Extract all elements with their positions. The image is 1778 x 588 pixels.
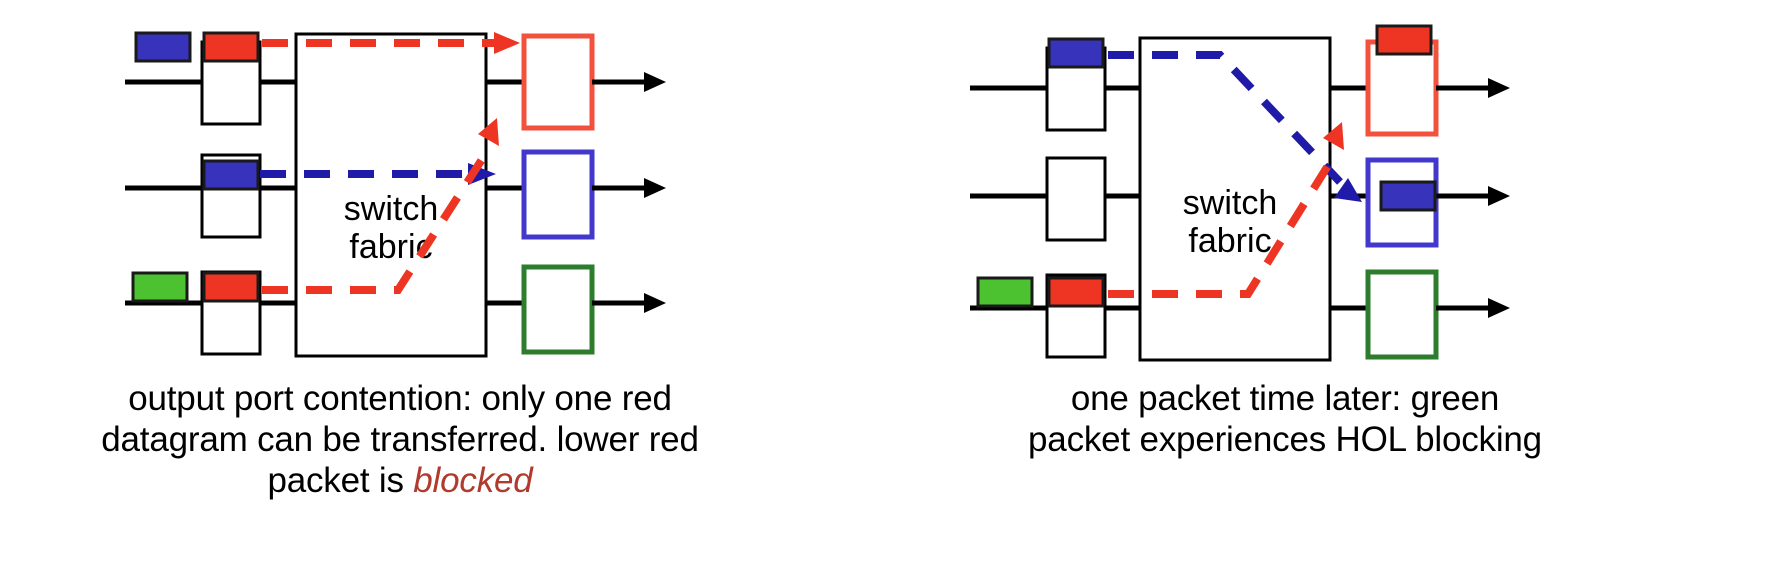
right-input-queues: [1045, 46, 1107, 359]
left-queue-to-fabric-wires: [260, 79, 296, 306]
output-port-green: [521, 264, 595, 355]
left-input-queues: [200, 40, 262, 356]
caption-right-line-2: packet experiences HOL blocking: [1028, 420, 1542, 459]
input-queue-middle: [1045, 156, 1107, 242]
packet-red-in-output-port: [1375, 24, 1433, 56]
left-fabric-to-port-wires: [486, 79, 528, 306]
caption-left-line-2: datagram can be transferred. lower red: [101, 420, 699, 459]
output-port-green: [1365, 269, 1439, 360]
output-arrow-middle: [1488, 186, 1510, 206]
flow-red-bottom-arrowhead: [478, 118, 499, 146]
flow-blue-top-line: [1108, 51, 1343, 185]
left-output-arrowheads: [644, 72, 666, 313]
flow-red-top-arrowhead: [494, 32, 520, 54]
output-arrow-top: [1488, 78, 1510, 98]
caption-right: one packet time later: green packet expe…: [935, 378, 1635, 460]
right-output-wires: [1436, 85, 1490, 311]
flow-red-bottom-arrowhead: [1323, 122, 1344, 150]
output-arrow-bottom: [1488, 298, 1510, 318]
right-diagram-svg: switch fabric: [970, 24, 1510, 362]
output-port-red: [1365, 39, 1439, 137]
caption-left-line-1: output port contention: only one red: [128, 379, 672, 418]
left-input-wires: [125, 79, 202, 306]
fabric-label-line1: switch: [1183, 184, 1277, 222]
flow-red-top: [262, 32, 520, 54]
packet-green-outside-bottom: [976, 276, 1034, 308]
flow-red-bottom-blocked: [1108, 122, 1344, 298]
packet-green-outside-bottom: [131, 271, 189, 303]
panel-left: switch fabric: [0, 0, 800, 380]
packet-red-queued-bottom: [202, 271, 260, 303]
packet-blue-queued-top: [1047, 37, 1105, 69]
caption-left-blocked-emphasis: blocked: [413, 461, 533, 500]
left-diagram-svg: switch fabric: [125, 31, 666, 358]
output-arrow-top: [644, 72, 666, 92]
flow-red-bottom-line: [1108, 153, 1338, 298]
right-queue-to-fabric-wires: [1105, 85, 1140, 311]
flow-red-bottom-blocked: [262, 118, 499, 294]
panel-right: switch fabric: [900, 0, 1700, 380]
left-output-wires: [592, 79, 645, 306]
caption-left-line-3: packet is blocked: [20, 460, 780, 501]
flow-blue-top: [1108, 51, 1362, 202]
fabric-label-line1: switch: [344, 190, 438, 228]
caption-left: output port contention: only one red dat…: [20, 378, 780, 501]
right-output-arrowheads: [1488, 78, 1510, 318]
output-arrow-middle: [644, 178, 666, 198]
fabric-label-line2: fabric: [1188, 222, 1271, 260]
output-port-red: [521, 33, 595, 131]
output-port-blue: [521, 149, 595, 240]
caption-left-line-3-prefix: packet is: [267, 461, 414, 500]
packet-blue-queued-middle: [202, 159, 260, 191]
switch-fabric-box: [1138, 36, 1332, 362]
caption-right-line-1: one packet time later: green: [1070, 379, 1500, 418]
packet-blue-in-output-port: [1379, 180, 1437, 212]
fabric-label-line2: fabric: [349, 228, 432, 266]
packet-red-queued-bottom: [1047, 276, 1105, 308]
right-input-wires: [970, 85, 1047, 311]
packet-red-queued-top: [202, 31, 260, 63]
flow-red-bottom-line: [262, 147, 492, 294]
switch-fabric-box: [294, 32, 488, 358]
packet-blue-outside-top: [134, 31, 192, 63]
output-arrow-bottom: [644, 293, 666, 313]
flow-blue-top-arrowhead: [1334, 178, 1362, 202]
